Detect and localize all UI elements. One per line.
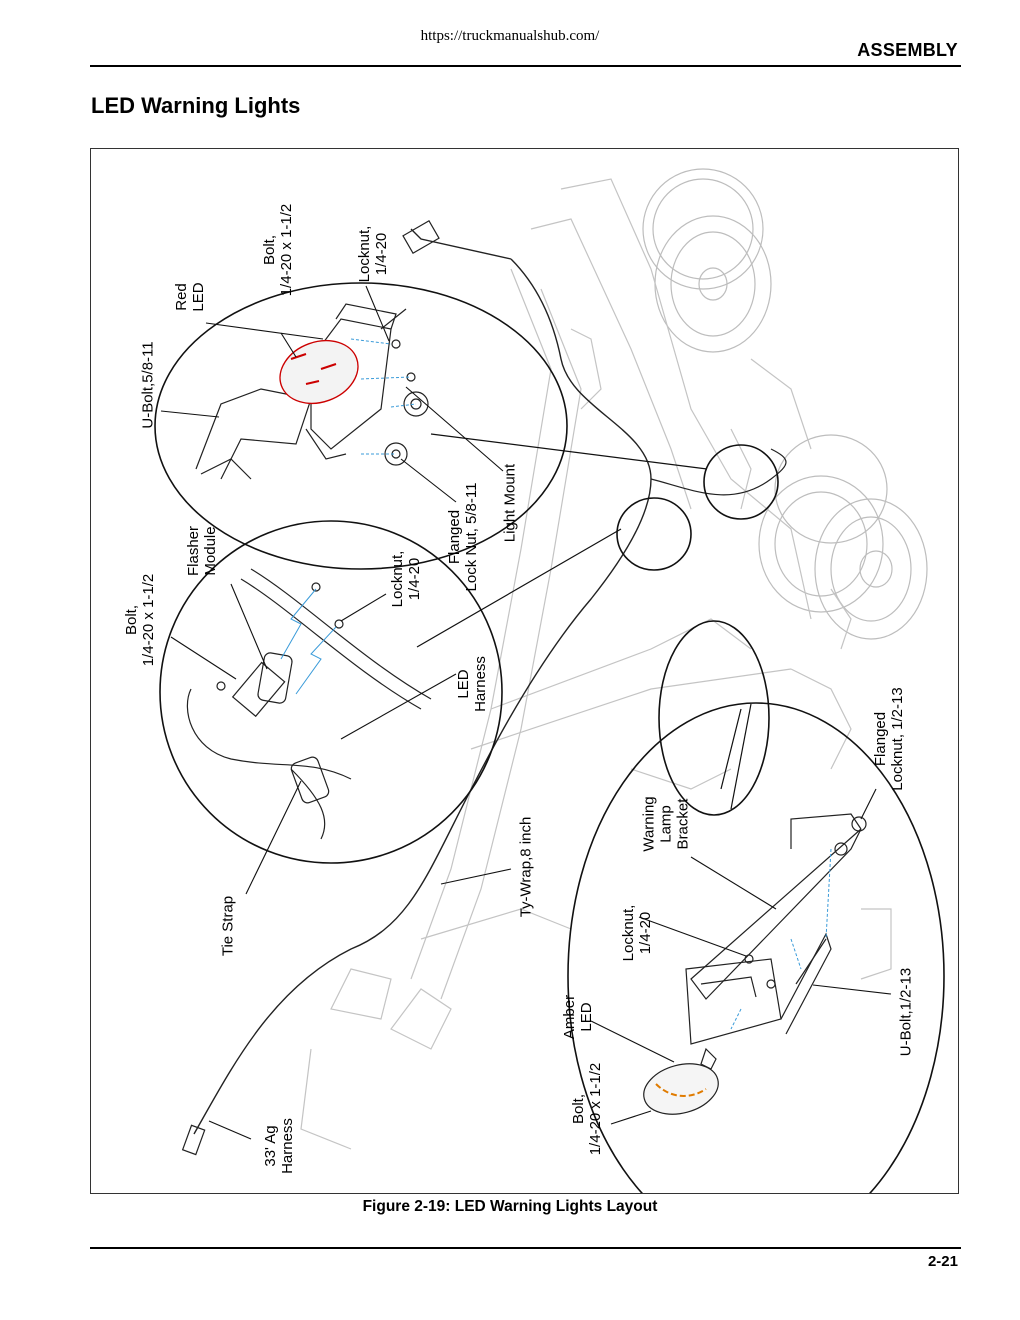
harness-cable — [193, 258, 652, 1135]
lamp-bracket-detail — [685, 813, 867, 1070]
callout-light-mount: Light Mount — [501, 463, 519, 543]
callout-locknut-bottom: Locknut, 1/4-20 — [620, 904, 654, 962]
frame — [300, 178, 892, 1150]
callout-flanged-lock-nut: Flanged Lock Nut, 5/8-11 — [446, 482, 480, 592]
figure-caption: Figure 2-19: LED Warning Lights Layout — [362, 1198, 658, 1215]
callout-u-bolt-5-8: U-Bolt,5/8-11 — [139, 341, 157, 429]
callout-led-harness: LED Harness — [455, 656, 489, 712]
page-number: 2-21 — [927, 1253, 958, 1270]
callout-locknut-top: Locknut, 1/4-20 — [356, 225, 390, 283]
callout-ty-wrap: Ty-Wrap,8 inch — [517, 816, 535, 918]
red-led-lamp — [279, 339, 359, 405]
callout-amber-led: Amber LED — [561, 994, 595, 1040]
detail-callouts — [154, 282, 945, 1193]
page-title: LED Warning Lights — [91, 93, 301, 118]
assembly-illustration — [154, 168, 945, 1193]
leader-connectors — [416, 433, 752, 810]
amber-led-lamp — [643, 1063, 719, 1115]
callout-leaders — [160, 285, 892, 1140]
source-url: https://truckmanualshub.com/ — [420, 28, 600, 44]
callout-bolt-mid: Bolt, 1/4-20 x 1-1/2 — [123, 573, 157, 667]
callout-locknut-mid: Locknut, 1/4-20 — [389, 550, 423, 608]
connector-plug — [402, 220, 440, 254]
callout-red-led: Red LED — [173, 282, 207, 312]
callout-tie-strap: Tie Strap — [219, 895, 237, 957]
callout-u-bolt-1-2: U-Bolt,1/2-13 — [897, 967, 915, 1057]
flasher-module-detail — [186, 568, 432, 840]
callout-warning-lamp-bracket: Warning Lamp Bracket — [640, 796, 692, 852]
callout-ag-harness: 33' Ag Harness — [262, 1118, 296, 1174]
callout-flanged-locknut-1-2: Flanged Locknut, 1/2-13 — [872, 687, 906, 791]
callout-flasher-module: Flasher Module — [185, 525, 219, 577]
callout-bolt-bottom: Bolt, 1/4-20 x 1-1/2 — [570, 1062, 604, 1156]
callout-bolt-top: Bolt, 1/4-20 x 1-1/2 — [261, 203, 295, 297]
tires — [642, 168, 928, 640]
figure-frame: Bolt, 1/4-20 x 1-1/2 Red LED Locknut, 1/… — [90, 148, 959, 1194]
section-heading: ASSEMBLY — [857, 40, 958, 60]
ag-harness-plug — [181, 1124, 206, 1156]
footer-rule — [90, 1247, 961, 1249]
header-rule — [90, 65, 961, 67]
